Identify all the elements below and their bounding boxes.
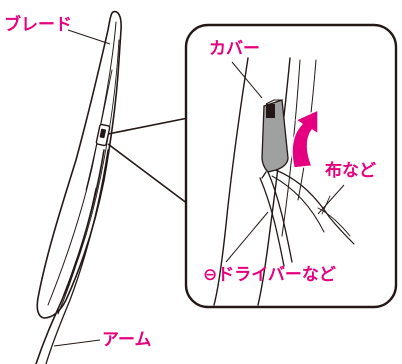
screwdriver-label: ⊖ドライバーなど <box>203 265 336 285</box>
cover-label: カバー <box>209 39 260 59</box>
leader-lines <box>53 29 111 347</box>
callout-leaders <box>225 61 345 263</box>
cover-part <box>261 99 289 173</box>
cloth-label: 布など <box>325 161 376 181</box>
blade-label: ブレード <box>4 15 72 35</box>
wiper-blade <box>36 10 122 319</box>
callout-connectors <box>107 117 197 211</box>
arm-label: アーム <box>102 330 152 350</box>
wiper-arm <box>35 149 109 364</box>
curved-arrow-icon <box>291 109 319 169</box>
